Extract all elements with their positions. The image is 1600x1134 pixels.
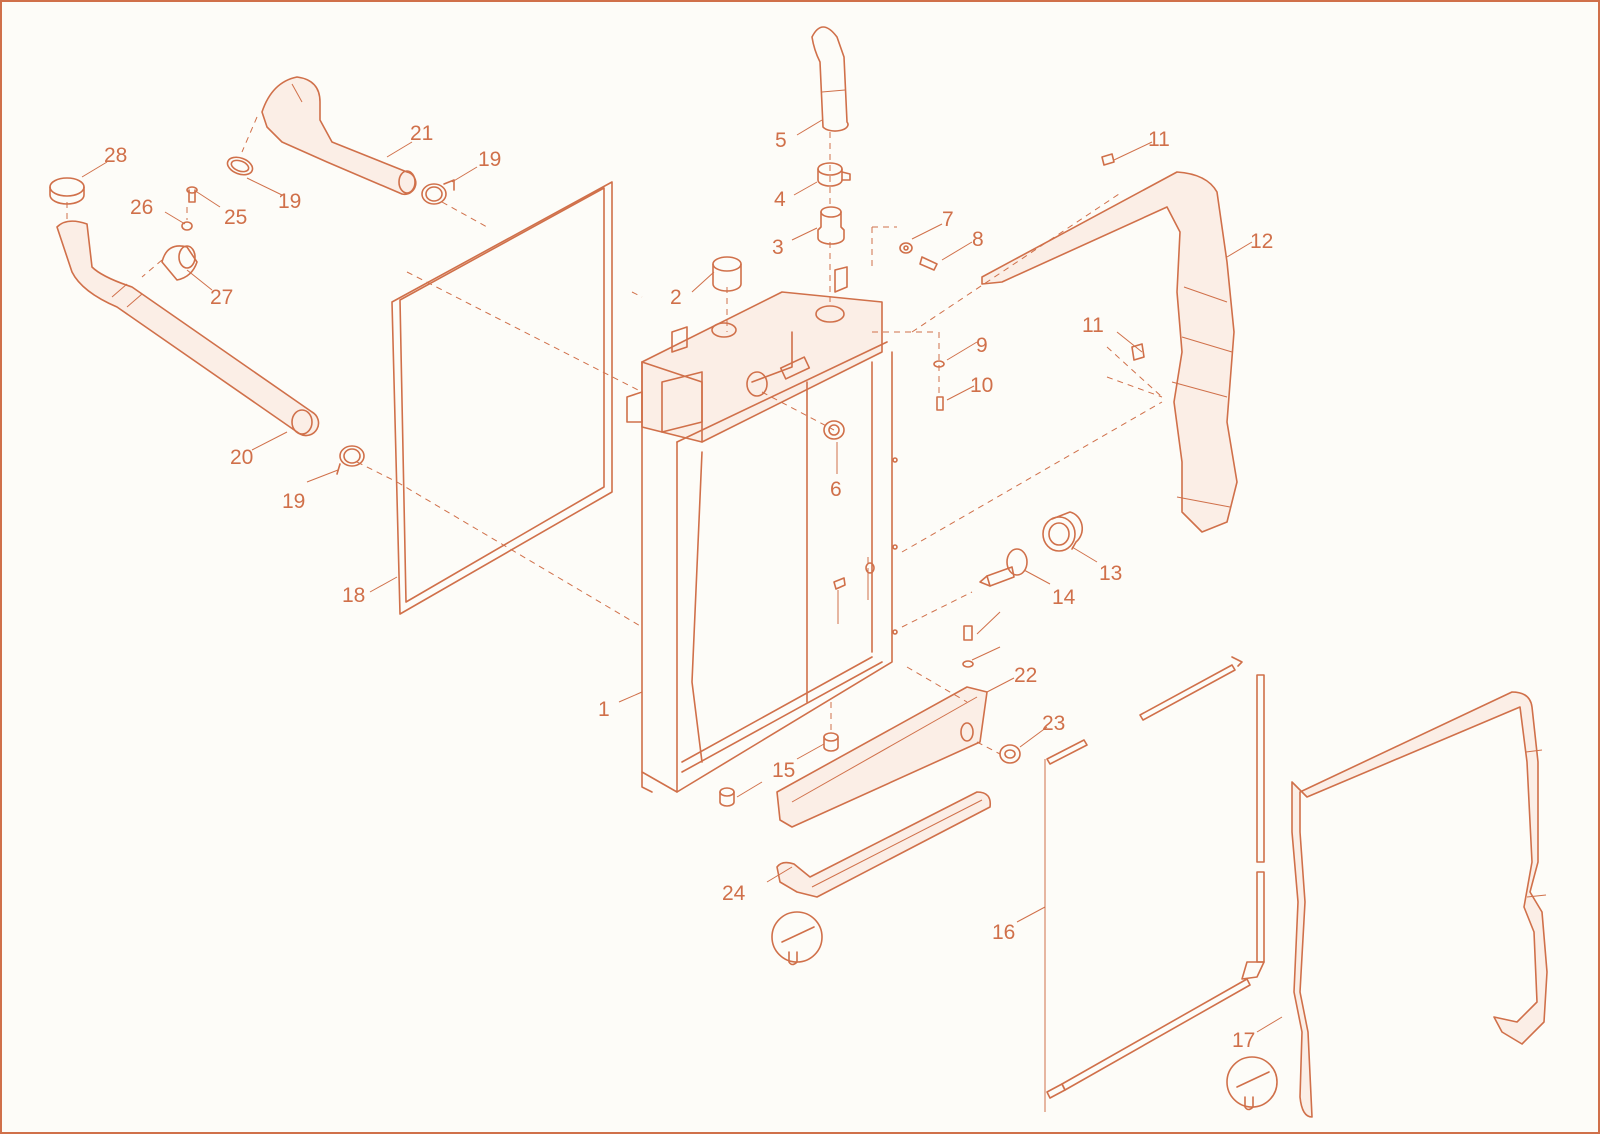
part-8-bolt [919, 256, 938, 271]
part-21-upper-hose [261, 76, 417, 196]
part-19-clamp-c [336, 445, 365, 475]
callout-28: 28 [104, 144, 127, 167]
part-26-washer [181, 221, 193, 231]
callout-17: 17 [1232, 1029, 1255, 1052]
callout-labels: 1 2 3 4 5 6 7 8 9 10 11 11 12 13 14 15 1… [104, 122, 1273, 1052]
part-22-lower-bracket [776, 686, 988, 828]
callout-18: 18 [342, 584, 365, 607]
callout-23: 23 [1042, 712, 1065, 735]
part-27-bushing [161, 245, 198, 281]
part-5-upper-hose [811, 26, 849, 132]
part-17-edge-seal [1291, 691, 1548, 1118]
callout-9-upper: 9 [976, 334, 988, 357]
callout-25: 25 [224, 206, 247, 229]
part-14-drain-valve [979, 548, 1028, 587]
part-11-clip-upper [1101, 153, 1115, 166]
part-19-clamp-b [421, 179, 455, 205]
callout-11-lower: 11 [1082, 314, 1104, 337]
part-25-bolt [186, 186, 198, 203]
part-12-shroud [981, 171, 1238, 533]
callout-24: 24 [722, 882, 746, 905]
part-15-mount-rear [823, 732, 839, 752]
part-10-bolt-mid [833, 577, 846, 590]
callout-4: 4 [774, 188, 786, 211]
part-9-washer-mid [865, 562, 875, 574]
callout-26: 26 [130, 196, 153, 219]
part-13-cap [1042, 511, 1084, 552]
part-16-seal-strips [1044, 656, 1265, 1112]
callout-15: 15 [772, 759, 795, 782]
part-28-clamp [49, 177, 85, 205]
part-2-cap [712, 256, 742, 292]
part-23-grommet [999, 744, 1021, 764]
part-10-bolt-upper [936, 396, 944, 411]
part-10-bolt-lower [963, 625, 973, 641]
part-19-clamp-a [226, 156, 254, 176]
part-18-gasket-frame [391, 181, 613, 615]
callout-16: 16 [992, 921, 1015, 944]
part-24-lower-seal [776, 791, 992, 898]
clamp-detail-icon [1226, 1056, 1278, 1111]
assembly-guide-lines [66, 116, 1163, 755]
callout-13: 13 [1099, 562, 1122, 585]
callout-14: 14 [1052, 586, 1076, 609]
part-15-mount-front [719, 787, 735, 807]
callout-19-right: 19 [478, 148, 501, 171]
part-11-clip-lower [1131, 343, 1145, 361]
part-20-lower-hose [56, 220, 320, 437]
part-4-clamp [817, 162, 851, 187]
callout-10-upper: 10 [970, 374, 993, 397]
callout-leaders [81, 119, 1283, 1033]
part-6-grommet [823, 420, 845, 440]
callout-20: 20 [230, 446, 253, 469]
callout-27: 27 [210, 286, 233, 309]
clamp-detail-icon [771, 911, 823, 966]
part-9-washer-lower [962, 660, 974, 668]
callout-2: 2 [670, 286, 682, 309]
callout-19-lower: 19 [282, 490, 305, 513]
callout-19-left: 19 [278, 190, 301, 213]
part-1-radiator [626, 266, 898, 793]
callout-11-upper: 11 [1148, 128, 1170, 151]
callout-7: 7 [942, 208, 954, 231]
callout-5: 5 [775, 129, 787, 152]
callout-1: 1 [598, 698, 610, 721]
callout-6: 6 [830, 478, 842, 501]
callout-22: 22 [1014, 664, 1037, 687]
part-7-washer [899, 242, 913, 254]
callout-8: 8 [972, 228, 984, 251]
callout-3: 3 [772, 236, 784, 259]
callout-12: 12 [1250, 230, 1273, 253]
part-3-fitting [817, 206, 845, 245]
callout-21: 21 [410, 122, 433, 145]
